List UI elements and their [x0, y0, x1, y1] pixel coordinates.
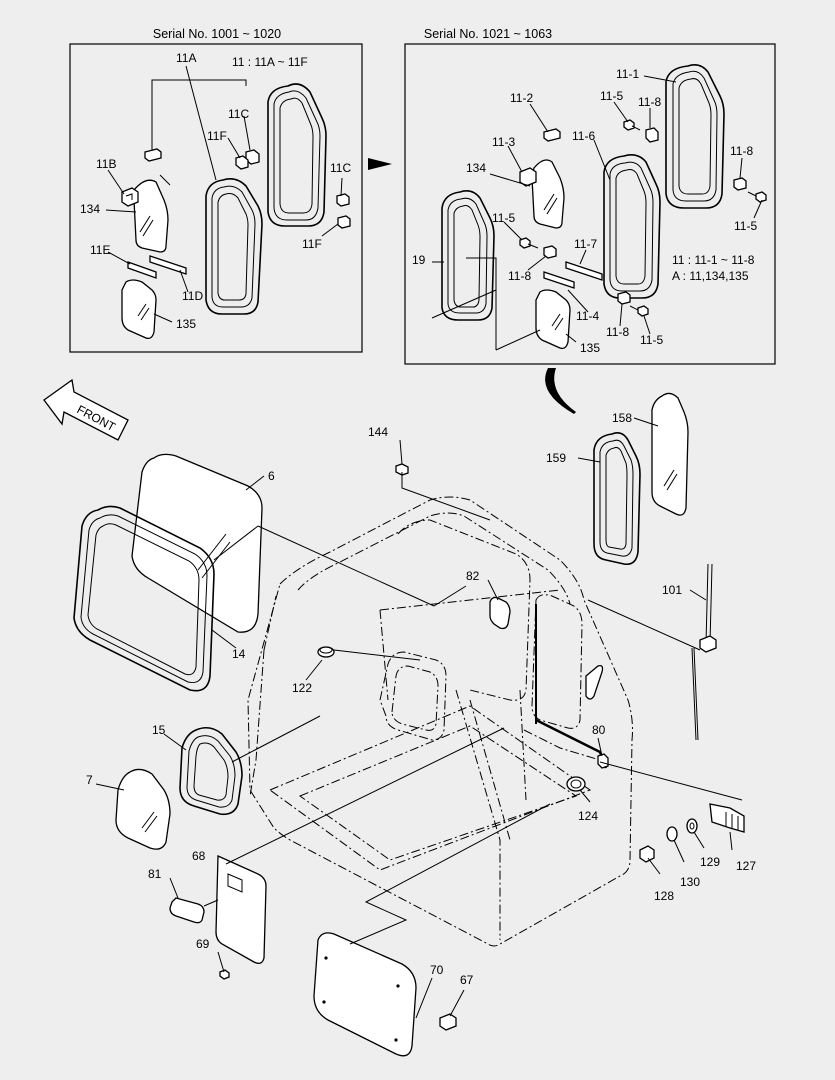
cab-frame	[247, 496, 633, 947]
panel-left-title: Serial No. 1001 ~ 1020	[153, 27, 281, 41]
label-11C: 11C	[228, 107, 249, 121]
label-11-5-d: 11-5	[640, 333, 663, 347]
label-128: 128	[654, 889, 674, 903]
label-134-right: 134	[466, 161, 486, 175]
label-11-8-a: 11-8	[638, 95, 661, 109]
label-127: 127	[736, 859, 756, 873]
main-leaders	[95, 417, 743, 1019]
label-11D: 11D	[182, 289, 203, 303]
label-11-3: 11-3	[492, 135, 515, 149]
panel-left-frame	[69, 43, 363, 353]
label-11-5-c: 11-5	[492, 211, 515, 225]
label-11-8-b: 11-8	[730, 144, 753, 158]
part-159-frame	[593, 432, 641, 566]
label-11-5-b: 11-5	[734, 219, 757, 233]
part-7-glass	[115, 768, 171, 850]
label-11B: 11B	[96, 157, 116, 171]
label-82: 82	[466, 569, 480, 583]
label-159: 159	[546, 451, 566, 465]
part-127-latch	[709, 803, 745, 833]
label-134-left: 134	[80, 202, 100, 216]
label-11-6: 11-6	[572, 129, 595, 143]
label-11F: 11F	[207, 129, 227, 143]
label-7: 7	[86, 773, 93, 787]
label-70: 70	[430, 963, 444, 977]
front-arrow-icon	[43, 378, 129, 441]
part-128	[639, 845, 655, 863]
label-122: 122	[292, 681, 312, 695]
part-124	[566, 776, 586, 792]
label-135-left: 135	[176, 317, 196, 331]
part-67	[439, 1013, 457, 1031]
label-124: 124	[578, 809, 598, 823]
label-11-4: 11-4	[576, 309, 599, 323]
label-130: 130	[680, 875, 700, 889]
panel-right-title: Serial No. 1021 ~ 1063	[424, 27, 552, 41]
label-81: 81	[148, 867, 162, 881]
label-6: 6	[268, 469, 275, 483]
part-68-plate	[215, 855, 267, 964]
label-14: 14	[232, 647, 246, 661]
label-158: 158	[612, 411, 632, 425]
panel-left: Serial No. 1001 ~ 1020 11 : 11A ~ 11F	[69, 27, 363, 353]
part-14-frame	[73, 505, 215, 692]
label-135-right: 135	[580, 341, 600, 355]
label-19: 19	[412, 253, 426, 267]
label-11-8-c: 11-8	[508, 269, 531, 283]
part-101-antenna	[691, 563, 717, 741]
arrow-right-icon	[368, 158, 392, 170]
part-158-glass	[651, 392, 689, 516]
label-11C-2: 11C	[330, 161, 351, 175]
part-129	[686, 818, 698, 834]
part-15-frame	[179, 726, 243, 816]
panel-right-note-1: 11 : 11-1 ~ 11-8	[672, 253, 755, 267]
part-130	[666, 826, 678, 842]
label-11-1: 11-1	[616, 67, 639, 81]
label-101: 101	[662, 583, 682, 597]
part-82	[489, 596, 511, 630]
label-11-8-d: 11-8	[606, 325, 629, 339]
label-11A: 11A	[176, 51, 196, 65]
label-11F-2: 11F	[302, 237, 322, 251]
label-69: 69	[196, 937, 210, 951]
label-11-7: 11-7	[574, 237, 597, 251]
label-129: 129	[700, 855, 720, 869]
label-15: 15	[152, 723, 166, 737]
label-144: 144	[368, 425, 388, 439]
label-80: 80	[592, 723, 606, 737]
part-69	[219, 969, 230, 980]
front-arrow: FRONT	[43, 378, 129, 441]
part-80	[597, 753, 609, 769]
label-11-5-a: 11-5	[600, 89, 623, 103]
curved-arrow-icon	[545, 368, 576, 414]
panel-left-note: 11 : 11A ~ 11F	[232, 55, 308, 69]
label-67: 67	[460, 973, 474, 987]
part-6-glass	[131, 453, 263, 633]
label-11-2: 11-2	[510, 91, 533, 105]
panel-right-frame	[404, 43, 776, 365]
panel-right: Serial No. 1021 ~ 1063 11 : 11-1 ~ 11-8 …	[404, 27, 776, 365]
part-81	[169, 897, 205, 924]
part-70-plate	[313, 932, 417, 1057]
label-68: 68	[192, 849, 206, 863]
label-11E: 11E	[90, 243, 110, 257]
panel-right-note-2: A : 11,134,135	[672, 269, 749, 283]
